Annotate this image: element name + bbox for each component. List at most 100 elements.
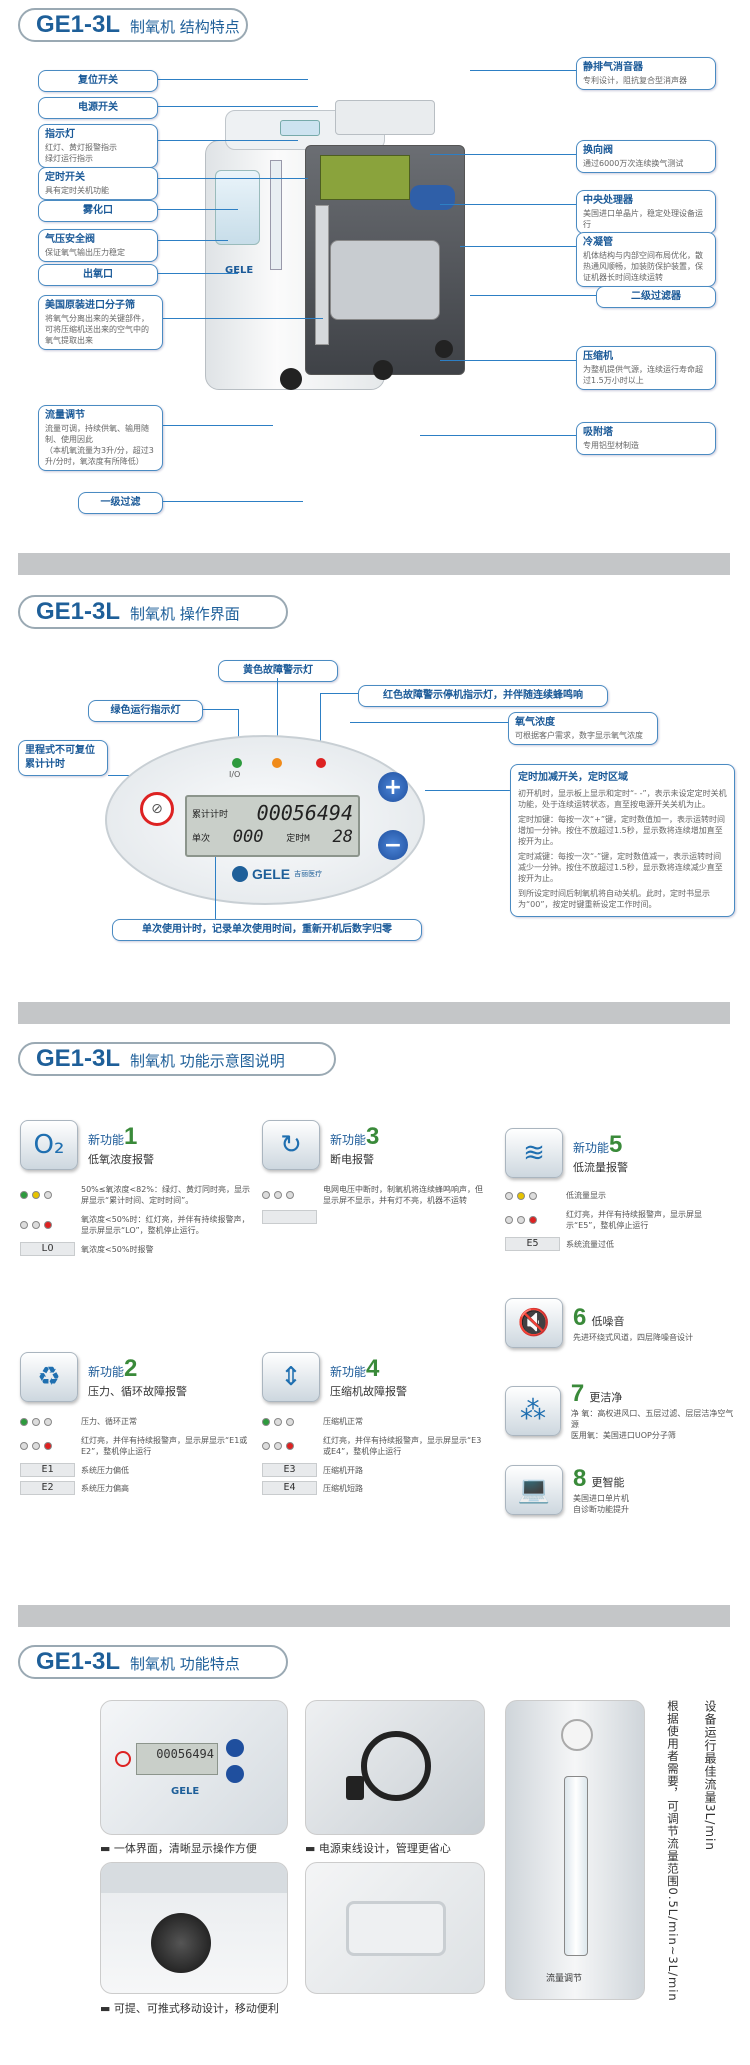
status-led xyxy=(286,1191,294,1199)
section-subtitle: 制氧机 结构特点 xyxy=(130,18,240,36)
timer-plus-button[interactable]: + xyxy=(378,772,408,802)
connector-line xyxy=(460,246,576,247)
callout-desc: 初开机时，显示板上显示和定时“- -”，表示未设定定时关机功能，处于连续运转状态… xyxy=(518,789,727,809)
status-led xyxy=(20,1417,28,1426)
panel-logo: GELE 吉丽医疗 xyxy=(232,866,322,882)
brand-name-cn: 吉丽医疗 xyxy=(294,870,323,878)
lcd-single-label: 单次 xyxy=(192,833,211,844)
model-name: GE1-3L xyxy=(36,1045,121,1072)
logo-mark-icon xyxy=(232,866,248,882)
feature-number: 4 xyxy=(366,1355,380,1382)
callout-desc: 具有定时关机功能 xyxy=(45,186,109,195)
status-led xyxy=(32,1221,40,1229)
callout-desc: 专用铝型材制造 xyxy=(583,441,639,450)
compressor-fault-icon: ⇕ xyxy=(262,1352,320,1402)
photo-lcd: 00056494 xyxy=(136,1743,218,1775)
feature-new-label: 新功能 xyxy=(330,1365,367,1379)
timer-minus-button[interactable]: − xyxy=(378,830,408,860)
photo-minus-icon xyxy=(226,1765,244,1783)
led-label: I/O xyxy=(229,770,241,779)
callout-flow-adjust: 流量调节流量可调，持续供氧、输用随制、使用因此 （本机氧流量为3升/分，超过3升… xyxy=(38,405,163,471)
photo-handle xyxy=(305,1862,485,1994)
feature-number: 2 xyxy=(124,1355,138,1382)
photo-power-cord xyxy=(305,1700,485,1835)
feature-6: 🔇 6 低噪音先进环绕式风道，四层降噪音设计 xyxy=(505,1298,735,1348)
callout-desc: 将氧气分离出来的关键部件，可将压缩机送出来的空气中的氧气提取出来 xyxy=(45,314,149,345)
feature-name: 断电报警 xyxy=(330,1153,374,1166)
status-text: 低流量显示 xyxy=(566,1191,606,1200)
status-text: 压缩机短路 xyxy=(323,1483,363,1493)
callout-reset-switch: 复位开关 xyxy=(38,70,158,92)
status-led xyxy=(286,1442,294,1450)
section-title-functions: GE1-3L 制氧机 功能示意图说明 xyxy=(18,1042,336,1076)
status-led-group xyxy=(262,1191,317,1199)
status-led xyxy=(262,1191,270,1199)
status-led xyxy=(274,1191,282,1199)
caption-interface: ▬ 一体界面，清晰显示操作方便 xyxy=(100,1842,257,1855)
section-title-interface: GE1-3L 制氧机 操作界面 xyxy=(18,595,288,629)
connector-line xyxy=(163,501,303,502)
callout-desc: 定时加键：每按一次“+”键，定时数值加一，表示运转时间增加一分钟。按住不放超过1… xyxy=(518,815,725,846)
status-led xyxy=(262,1442,270,1450)
connector-line xyxy=(470,295,596,296)
status-led xyxy=(32,1417,40,1426)
callout-desc: 红灯、黄灯报警指示 绿灯运行指示 xyxy=(45,143,117,163)
photo-no-smoking-icon xyxy=(115,1751,131,1767)
muffler xyxy=(335,100,435,135)
callout-title: 二级过滤器 xyxy=(631,291,681,302)
status-led-group xyxy=(20,1191,75,1199)
low-flow-icon: ≋ xyxy=(505,1128,563,1178)
callout-title: 定时开关 xyxy=(45,172,85,183)
laptop-icon: 💻 xyxy=(505,1465,563,1515)
status-led xyxy=(505,1191,513,1200)
status-row: 电网电压中断时，制氧机将连续蜂鸣响声，但显示屏不显示，并有灯不亮，机器不运转 xyxy=(262,1184,487,1206)
callout-title: 流量调节 xyxy=(45,410,85,421)
status-led-group xyxy=(20,1221,75,1229)
callout-title: 复位开关 xyxy=(78,75,118,86)
segment-display: E3 xyxy=(262,1463,317,1477)
status-led xyxy=(32,1442,40,1450)
status-led xyxy=(20,1442,28,1450)
connector-line xyxy=(440,360,576,361)
callout-pressure-valve: 气压安全阀保证氧气输出压力稳定 xyxy=(38,229,158,262)
status-led xyxy=(517,1191,525,1200)
mute-speaker-icon: 🔇 xyxy=(505,1298,563,1348)
feature-name: 低氧浓度报警 xyxy=(88,1153,154,1166)
status-row: 红灯亮，并伴有持续报警声，显示屏显示“E1或E2”，整机停止运行 xyxy=(20,1435,250,1457)
status-led xyxy=(529,1216,537,1224)
callout-desc: 美国进口单晶片，稳定处理设备运行 xyxy=(583,209,703,229)
lcd-total-value: 00056494 xyxy=(256,801,353,825)
connector-line xyxy=(158,273,238,274)
photo-wheel xyxy=(100,1862,288,1994)
lcd-timer-value: 28 xyxy=(332,827,353,847)
callout-desc: 专利设计，阻抗复合型消声器 xyxy=(583,76,687,85)
callout-title: 雾化口 xyxy=(83,205,113,216)
cord-coil-icon xyxy=(361,1731,431,1801)
flow-knob-icon[interactable] xyxy=(561,1719,593,1751)
connector-line xyxy=(277,678,278,773)
connector-line xyxy=(203,709,239,710)
oxygen-concentrator-illustration: GELE xyxy=(185,100,545,390)
status-led-group xyxy=(505,1216,560,1224)
wheel-right xyxy=(435,340,453,358)
feature-number: 3 xyxy=(366,1123,380,1150)
wheel-back xyxy=(373,360,393,380)
callout-secondary-filter: 二级过滤器 xyxy=(596,286,716,308)
callout-desc: 流量可调，持续供氧、输用随制、使用因此 （本机氧流量为3升/分，超过3升/分时，… xyxy=(45,424,154,466)
connector-line xyxy=(158,140,298,141)
feature-desc: 美国进口单片机 自诊断功能提升 xyxy=(573,1494,629,1514)
connector-line xyxy=(158,209,238,210)
callout-title: 冷凝管 xyxy=(583,237,613,248)
callout-title: 定时加减开关，定时区域 xyxy=(518,772,628,783)
status-row: 红灯亮，并伴有持续报警声，显示屏显示“E3或E4”，整机停止运行 xyxy=(262,1435,487,1457)
connector-line xyxy=(158,106,318,107)
status-led xyxy=(44,1442,52,1450)
connector-line xyxy=(430,154,576,155)
status-led-group xyxy=(262,1417,317,1426)
label-oxygen-concentration: 氧气浓度可根据客户需求，数字显示氧气浓度 xyxy=(508,712,658,745)
status-led xyxy=(286,1417,294,1426)
photo-plus-icon xyxy=(226,1739,244,1757)
